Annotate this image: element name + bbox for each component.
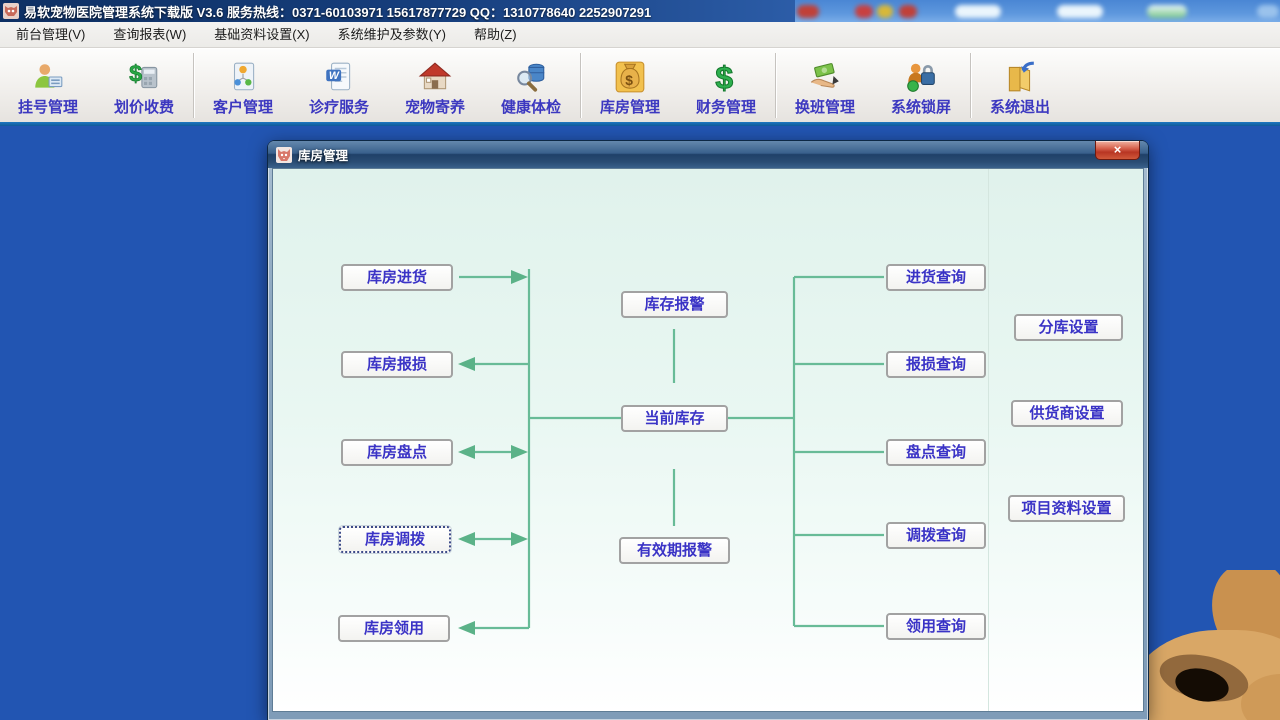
desktop-icon-blur [877, 5, 893, 18]
node-expiry-alert[interactable]: 有效期报警 [619, 537, 730, 564]
toolbar-button-label: 客户管理 [212, 99, 273, 116]
warehouse-dialog: 库房管理 × [268, 141, 1148, 720]
app-title: 易软宠物医院管理系统下载版 V3.6 服务热线：0371-60103971 15… [24, 4, 652, 20]
wallpaper-dog-image [1145, 570, 1280, 720]
toolbar-button-label: 库房管理 [599, 99, 660, 116]
toolbar-button-customers[interactable]: 客户管理 [195, 49, 291, 122]
warehouse-moneybag-icon: $ [613, 60, 647, 94]
node-substore-settings[interactable]: 分库设置 [1014, 314, 1123, 341]
toolbar-button-treatment[interactable]: W 诊疗服务 [291, 49, 387, 122]
toolbar-button-label: 宠物寄养 [404, 99, 465, 116]
toolbar-button-exit[interactable]: 系统退出 [972, 49, 1068, 122]
close-button[interactable]: × [1095, 141, 1140, 160]
node-item-data-settings[interactable]: 项目资料设置 [1008, 495, 1125, 522]
app-titlebar[interactable]: 易软宠物医院管理系统下载版 V3.6 服务热线：0371-60103971 15… [0, 0, 1280, 22]
menu-item-front-desk[interactable]: 前台管理(V) [16, 26, 86, 42]
node-loss-query[interactable]: 报损查询 [886, 351, 986, 378]
toolbar-separator [193, 53, 194, 118]
finance-dollar-icon: $ [709, 59, 743, 96]
toolbar-button-finance[interactable]: $ 财务管理 [678, 49, 774, 122]
flow-connectors [458, 269, 884, 635]
toolbar-button-boarding[interactable]: 宠物寄养 [387, 49, 483, 122]
toolbar-separator [970, 53, 971, 118]
node-transfer-query[interactable]: 调拨查询 [886, 522, 986, 549]
toolbar-button-lock-screen[interactable]: 系统锁屏 [873, 49, 969, 122]
toolbar-button-label: 诊疗服务 [308, 99, 369, 116]
exit-icon [1003, 60, 1037, 94]
toolbar-button-registration[interactable]: 挂号管理 [0, 49, 96, 122]
customer-icon [226, 60, 260, 94]
pet-boarding-house-icon [418, 60, 452, 94]
node-stock-loss[interactable]: 库房报损 [341, 351, 453, 378]
toolbar-button-label: 系统退出 [989, 99, 1050, 116]
health-exam-icon [514, 60, 548, 94]
svg-text:$: $ [625, 72, 633, 88]
dialog-title: 库房管理 [298, 149, 349, 163]
desktop-icon-blur [1057, 5, 1103, 18]
node-requisition-query[interactable]: 领用查询 [886, 613, 986, 640]
panel-separator [988, 169, 989, 711]
toolbar-button-health-exam[interactable]: 健康体检 [483, 49, 579, 122]
toolbar-divider [0, 122, 1280, 126]
toolbar-button-shift-change[interactable]: 换班管理 [777, 49, 873, 122]
toolbar: 挂号管理 $ 划价收费 客户管理 W 诊疗服务 宠物寄养 [0, 48, 1280, 122]
lock-screen-icon [904, 60, 938, 94]
toolbar-button-pricing[interactable]: $ 划价收费 [96, 49, 192, 122]
node-stock-transfer[interactable]: 库房调拨 [339, 526, 451, 553]
node-stock-check[interactable]: 库房盘点 [341, 439, 453, 466]
shift-change-icon [808, 60, 842, 94]
menu-item-reports[interactable]: 查询报表(W) [113, 26, 187, 42]
desktop-icon-blur [1257, 5, 1279, 18]
desktop-icon-blur [899, 5, 917, 18]
toolbar-button-label: 挂号管理 [17, 99, 78, 116]
svg-text:$: $ [715, 60, 733, 94]
toolbar-button-label: 财务管理 [695, 99, 756, 116]
desktop-background: 库房管理 × [0, 126, 1280, 720]
close-icon: × [1113, 142, 1122, 157]
svg-text:W: W [329, 70, 340, 82]
toolbar-separator [580, 53, 581, 118]
node-current-stock[interactable]: 当前库存 [621, 405, 728, 432]
menu-item-help[interactable]: 帮助(Z) [473, 26, 517, 42]
dialog-pet-icon [276, 146, 292, 163]
toolbar-button-warehouse[interactable]: $ 库房管理 [582, 49, 678, 122]
desktop-icon-blur [1147, 5, 1187, 18]
app-logo-icon [3, 3, 19, 19]
toolbar-button-label: 系统锁屏 [890, 99, 951, 116]
toolbar-button-label: 健康体检 [500, 99, 561, 116]
node-stock-in[interactable]: 库房进货 [341, 264, 453, 291]
node-stock-alert[interactable]: 库存报警 [621, 291, 728, 318]
toolbar-button-label: 换班管理 [794, 99, 855, 116]
svg-text:$: $ [129, 60, 142, 86]
desktop-icon-blur [797, 5, 819, 18]
toolbar-button-label: 划价收费 [113, 99, 174, 116]
menu-item-base-data[interactable]: 基础资料设置(X) [214, 26, 310, 42]
pricing-fee-icon: $ [127, 60, 161, 94]
registration-icon [31, 60, 65, 94]
desktop-icon-blur [855, 5, 873, 18]
node-purchase-query[interactable]: 进货查询 [886, 264, 986, 291]
toolbar-separator [775, 53, 776, 118]
node-check-query[interactable]: 盘点查询 [886, 439, 986, 466]
node-supplier-settings[interactable]: 供货商设置 [1011, 400, 1123, 427]
dialog-titlebar[interactable]: 库房管理 × [268, 141, 1148, 168]
menubar: 前台管理(V) 查询报表(W) 基础资料设置(X) 系统维护及参数(Y) 帮助(… [0, 22, 1280, 48]
titlebar-glass-reflection [795, 0, 1280, 22]
dialog-content: 库房进货 库房报损 库房盘点 库房调拨 库房领用 库存报警 当前库存 有效期报警… [272, 168, 1144, 712]
treatment-doc-icon: W [322, 60, 356, 94]
menu-item-maintenance[interactable]: 系统维护及参数(Y) [337, 26, 446, 42]
node-stock-requisition[interactable]: 库房领用 [338, 615, 450, 642]
desktop-icon-blur [955, 5, 1001, 18]
